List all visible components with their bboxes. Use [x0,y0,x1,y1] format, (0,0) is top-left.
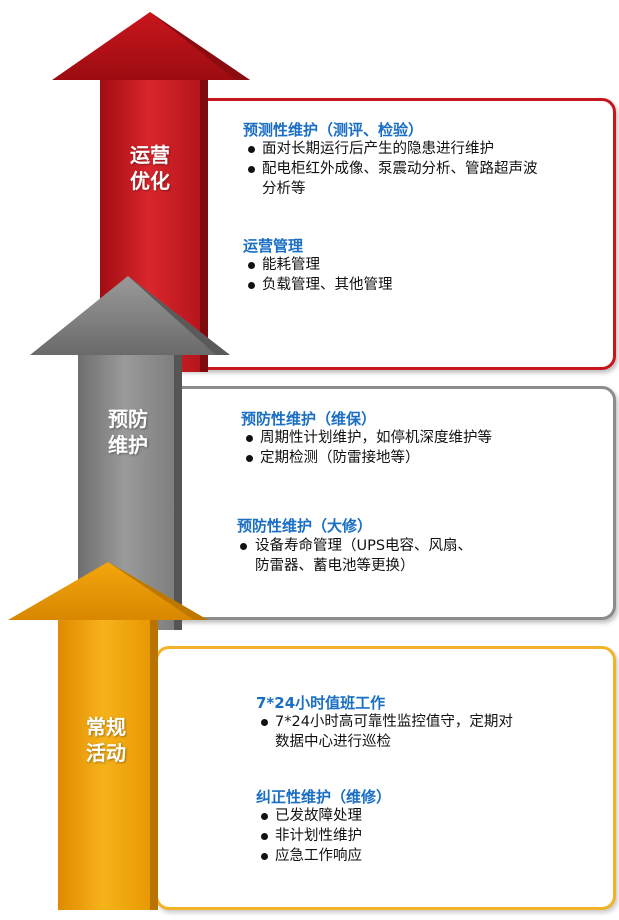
routine-label-line1: 常规 [86,715,126,739]
preventive-arrow-label: 预防 维护 [98,406,158,458]
ops-label-line2: 优化 [130,169,170,193]
bullet-icon [261,719,268,726]
routine-activities-panel [155,646,616,910]
ops-label-line1: 运营 [130,143,170,167]
section-heading: 纠正性维护（维修） [256,788,392,806]
ops-optimization-panel [160,98,616,370]
section-heading: 预测性维护（测评、检验） [243,121,424,139]
routine-arrow-label: 常规 活动 [76,714,136,766]
section-heading: 运营管理 [243,237,304,255]
ops-arrow-label: 运营 优化 [120,142,180,194]
list-item: 面对长期运行后产生的隐患进行维护 [262,141,494,157]
routine-arrow [8,562,208,910]
list-item: 能耗管理 [262,257,320,273]
bullet-icon [246,455,253,462]
list-item: 定期检测（防雷接地等） [260,450,420,466]
list-item-continuation: 数据中心进行巡检 [275,734,391,750]
list-item: 7*24小时高可靠性监控值守，定期对 [275,714,513,730]
list-item: 非计划性维护 [275,828,362,844]
routine-label-line2: 活动 [86,741,126,765]
list-item-continuation: 防雷器、蓄电池等更换） [255,558,415,574]
list-item-continuation: 分析等 [262,181,306,197]
list-item: 应急工作响应 [275,848,362,864]
list-item: 已发故障处理 [275,808,362,824]
bullet-icon [240,543,247,550]
bullet-icon [248,282,255,289]
bullet-icon [248,166,255,173]
section-heading: 预防性维护（大修） [237,517,373,535]
bullet-icon [261,833,268,840]
section-heading: 预防性维护（维保） [241,410,377,428]
prev-label-line2: 维护 [108,433,148,457]
prev-label-line1: 预防 [108,407,148,431]
bullet-icon [248,146,255,153]
bullet-icon [261,853,268,860]
list-item: 设备寿命管理（UPS电容、风扇、 [255,538,473,554]
list-item: 周期性计划维护，如停机深度维护等 [260,430,492,446]
bullet-icon [261,813,268,820]
preventive-maintenance-panel [160,386,616,620]
list-item: 负载管理、其他管理 [262,277,393,293]
bullet-icon [246,435,253,442]
list-item: 配电柜红外成像、泵震动分析、管路超声波 [262,161,538,177]
section-heading: 7*24小时值班工作 [256,694,386,712]
bullet-icon [248,262,255,269]
